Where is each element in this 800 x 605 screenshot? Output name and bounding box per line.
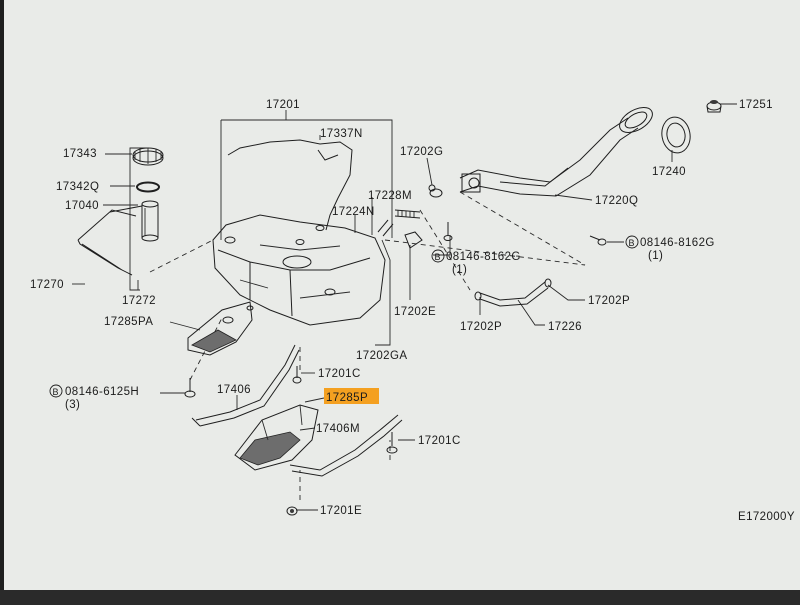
leader-lines bbox=[72, 103, 737, 511]
oring-17342Q bbox=[136, 181, 160, 193]
filler-tube-17220Q bbox=[459, 107, 653, 197]
label-17224N: 17224N bbox=[332, 206, 375, 218]
label-17343: 17343 bbox=[63, 148, 97, 160]
svg-text:B: B bbox=[629, 238, 635, 248]
heat-shield-17285PA bbox=[187, 301, 254, 356]
bolt-marker-b: B bbox=[625, 235, 639, 249]
monitor-bezel-left bbox=[0, 0, 4, 600]
bolt-08146-6125H bbox=[184, 378, 196, 398]
highlight-box bbox=[324, 388, 379, 404]
label-qty-a: (1) bbox=[452, 264, 467, 276]
vent-hose-17228M bbox=[377, 209, 421, 237]
filler-neck-17240 bbox=[661, 116, 691, 154]
label-17285PA: 17285PA bbox=[104, 316, 153, 328]
label-qty-c: (3) bbox=[65, 399, 80, 411]
label-17342Q: 17342Q bbox=[56, 181, 99, 193]
fuel-pump-17040 bbox=[109, 200, 159, 242]
label-17272: 17272 bbox=[122, 295, 156, 307]
label-17406: 17406 bbox=[217, 384, 251, 396]
tank-strap-17406M bbox=[289, 414, 403, 477]
label-17202P-left: 17202P bbox=[460, 321, 502, 333]
fuel-level-sensor-17270 bbox=[77, 209, 137, 276]
tank-strap-17406 bbox=[191, 344, 300, 427]
bolt-marker-c: B bbox=[49, 384, 63, 398]
label-17202GA: 17202GA bbox=[356, 350, 407, 362]
label-17201C-a: 17201C bbox=[318, 368, 361, 380]
label-17202G: 17202G bbox=[400, 146, 443, 158]
label-17220Q: 17220Q bbox=[595, 195, 638, 207]
filler-cap-17251 bbox=[706, 100, 722, 113]
label-17201: 17201 bbox=[266, 99, 300, 111]
label-17406M: 17406M bbox=[316, 423, 360, 435]
clamp-17202G bbox=[428, 184, 443, 198]
label-08146-8162G-a: 08146-8162G bbox=[446, 251, 521, 263]
bolt-08146-8162G-b bbox=[589, 235, 607, 246]
label-17201E: 17201E bbox=[320, 505, 362, 517]
label-17251: 17251 bbox=[739, 99, 773, 111]
label-17285P: 17285P bbox=[326, 392, 368, 404]
bracket-17202E bbox=[404, 231, 423, 249]
label-17202P-right: 17202P bbox=[588, 295, 630, 307]
label-17228M: 17228M bbox=[368, 190, 412, 202]
monitor-bezel-bottom bbox=[0, 590, 800, 600]
bolt-08146-8162G-a bbox=[443, 222, 453, 241]
label-17337N: 17337N bbox=[320, 128, 363, 140]
label-17202E: 17202E bbox=[394, 306, 436, 318]
label-08146-8162G-b: 08146-8162G bbox=[640, 237, 715, 249]
diagram-code: E172000Y bbox=[738, 511, 795, 523]
bolt-17201E bbox=[286, 506, 298, 516]
svg-text:B: B bbox=[435, 252, 441, 262]
label-08146-6125H: 08146-6125H bbox=[65, 386, 139, 398]
part-labels: 17201 17337N 17343 17342Q 17040 17270 17… bbox=[30, 99, 795, 523]
label-17226: 17226 bbox=[548, 321, 582, 333]
bolt-17201C-b bbox=[386, 432, 398, 454]
hose-17226 bbox=[474, 278, 552, 307]
heat-shield-17285P bbox=[234, 404, 319, 471]
bolt-17201C-a bbox=[292, 366, 302, 384]
svg-text:B: B bbox=[53, 387, 59, 397]
label-17201C-b: 17201C bbox=[418, 435, 461, 447]
label-17040: 17040 bbox=[65, 200, 99, 212]
fuel-pump-ring-17343 bbox=[132, 147, 164, 166]
label-17270: 17270 bbox=[30, 279, 64, 291]
label-17240: 17240 bbox=[652, 166, 686, 178]
fuel-tank-17201 bbox=[212, 214, 386, 326]
bolt-marker-a: B bbox=[431, 249, 445, 263]
label-qty-b: (1) bbox=[648, 250, 663, 262]
wiring-harness-17337N bbox=[227, 139, 353, 231]
